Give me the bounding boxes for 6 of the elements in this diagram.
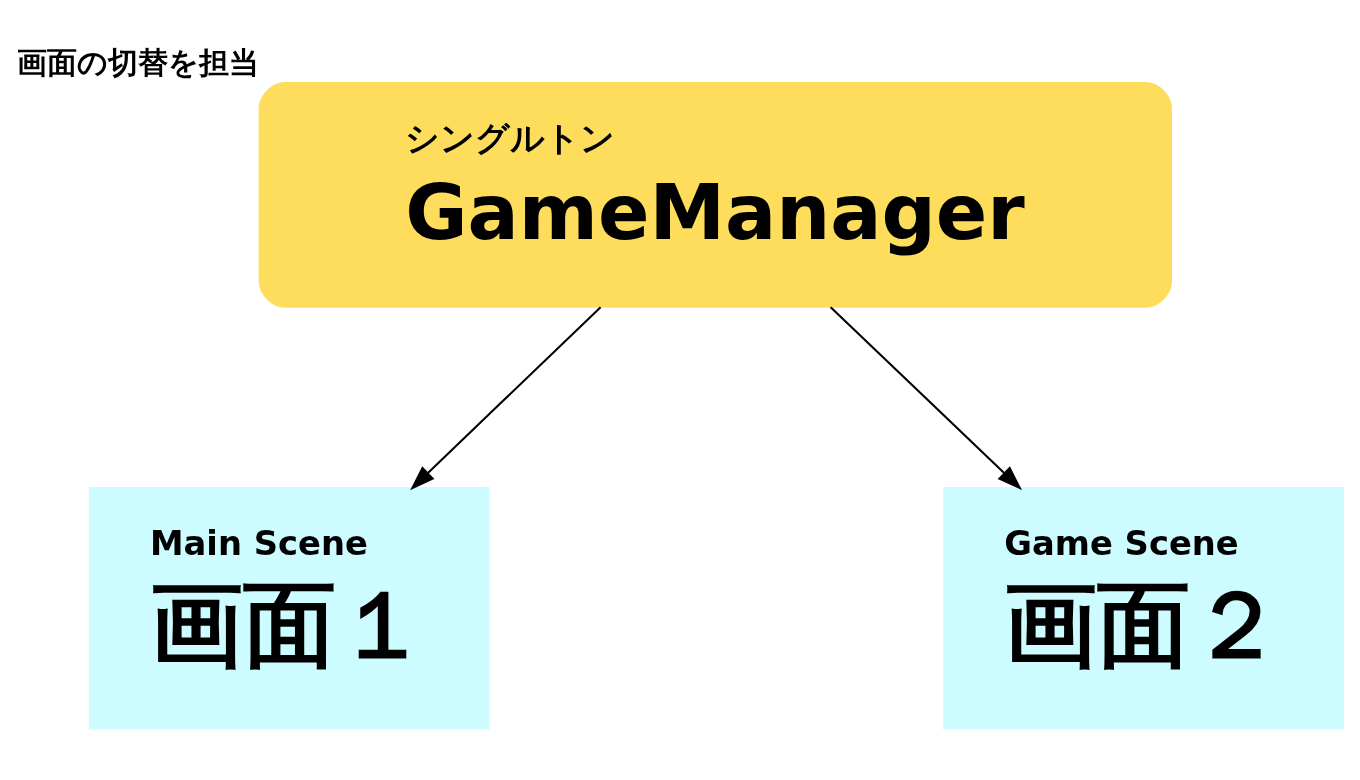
arrow — [829, 306, 1023, 491]
arrow — [410, 306, 602, 491]
node-box: Game Scene 画面２ — [943, 487, 1344, 730]
node-box: シングルトン GameManager — [258, 82, 1173, 308]
node-label: 画面の切替を担当 — [17, 45, 260, 80]
node-box: Main Scene 画面１ — [88, 487, 490, 730]
